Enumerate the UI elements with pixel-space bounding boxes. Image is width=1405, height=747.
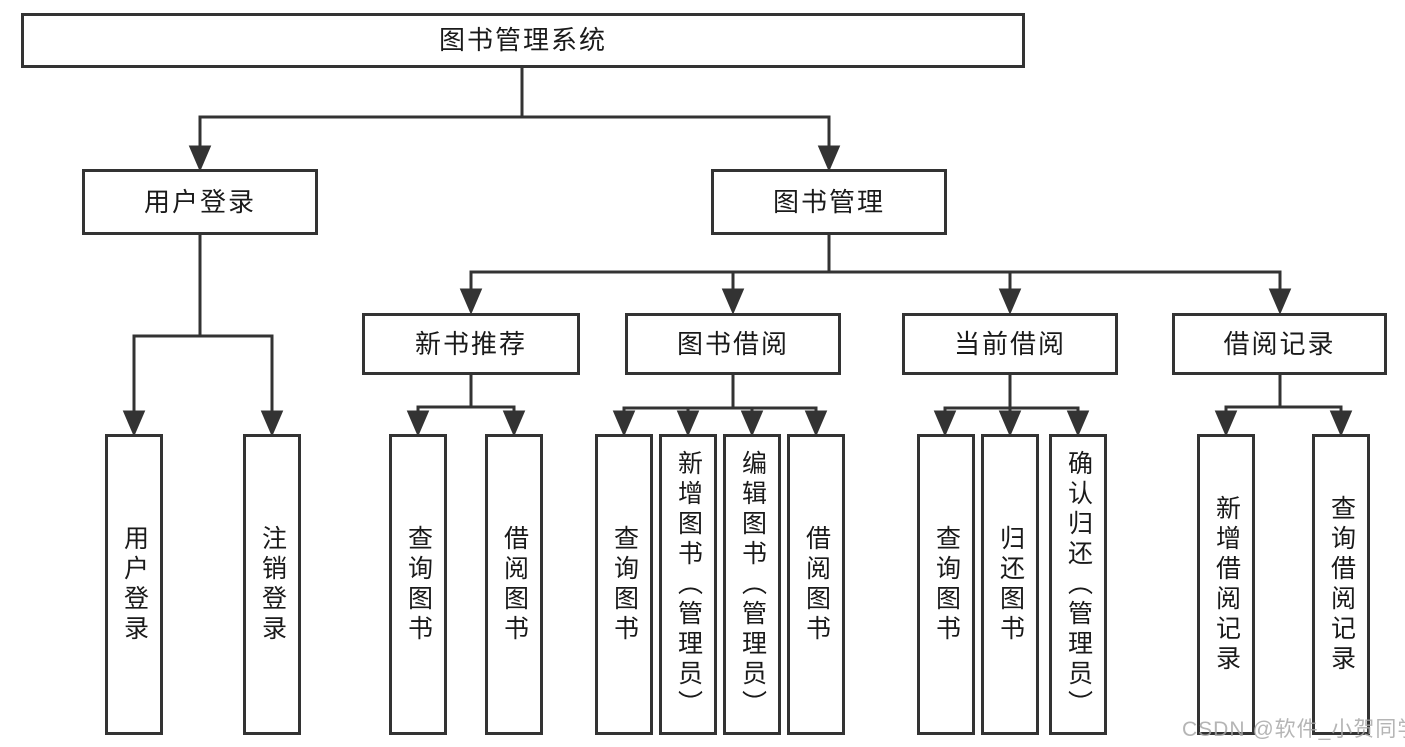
node-current-borrow-label: 当前借阅 [953, 328, 1066, 359]
leaf-borrow-books-label: 借阅图书 [802, 524, 831, 645]
node-borrow-records-label: 借阅记录 [1223, 328, 1336, 359]
node-book-borrow-label: 图书借阅 [676, 328, 789, 359]
book-borrow-to-leaves-connector [612, 373, 828, 437]
node-book-management: 图书管理 [711, 169, 947, 235]
leaf-add-borrow-record-label: 新增借阅记录 [1212, 494, 1241, 675]
leaf-borrow-books: 借阅图书 [787, 434, 845, 735]
csdn-watermark: CSDN @软件_小贺同学 [1182, 718, 1405, 741]
leaf-query-books-current-label: 查询图书 [932, 524, 961, 645]
book-management-to-level3-connector [459, 233, 1292, 315]
borrow-records-to-leaves-connector [1214, 373, 1353, 437]
node-root-system-label: 图书管理系统 [438, 25, 607, 56]
node-new-book-recommend: 新书推荐 [362, 313, 580, 375]
leaf-user-login-label: 用户登录 [120, 524, 149, 645]
leaf-query-books-borrow: 查询图书 [595, 434, 653, 735]
leaf-query-books-recommend: 查询图书 [389, 434, 447, 735]
leaf-add-book-admin-label: 新增图书（管理员） [674, 449, 703, 720]
leaf-query-books-recommend-label: 查询图书 [404, 524, 433, 645]
leaf-logout-label: 注销登录 [258, 524, 287, 645]
leaf-confirm-return-admin-label: 确认归还（管理员） [1064, 449, 1093, 720]
node-user-login: 用户登录 [82, 169, 318, 235]
leaf-return-book: 归还图书 [981, 434, 1039, 735]
node-current-borrow: 当前借阅 [902, 313, 1118, 375]
leaf-query-borrow-record-label: 查询借阅记录 [1327, 494, 1356, 675]
leaf-borrow-books-recommend: 借阅图书 [485, 434, 543, 735]
leaf-add-borrow-record: 新增借阅记录 [1197, 434, 1255, 735]
node-borrow-records: 借阅记录 [1172, 313, 1387, 375]
node-book-borrow: 图书借阅 [625, 313, 841, 375]
leaf-edit-book-admin-label: 编辑图书（管理员） [738, 449, 767, 720]
leaf-logout: 注销登录 [243, 434, 301, 735]
node-user-login-label: 用户登录 [143, 186, 256, 217]
leaf-query-books-borrow-label: 查询图书 [610, 524, 639, 645]
node-book-management-label: 图书管理 [772, 186, 885, 217]
leaf-return-book-label: 归还图书 [996, 524, 1025, 645]
root-to-level2-connector [188, 66, 841, 172]
leaf-user-login: 用户登录 [105, 434, 163, 735]
leaf-query-borrow-record: 查询借阅记录 [1312, 434, 1370, 735]
leaf-add-book-admin: 新增图书（管理员） [659, 434, 717, 735]
leaf-edit-book-admin: 编辑图书（管理员） [723, 434, 781, 735]
new-book-recommend-to-leaves-connector [406, 373, 526, 437]
node-root-system: 图书管理系统 [21, 13, 1025, 68]
leaf-confirm-return-admin: 确认归还（管理员） [1049, 434, 1107, 735]
leaf-query-books-current: 查询图书 [917, 434, 975, 735]
current-borrow-to-leaves-connector [933, 373, 1090, 437]
user-login-to-leaves-connector [122, 233, 284, 437]
node-new-book-recommend-label: 新书推荐 [414, 328, 527, 359]
leaf-borrow-books-recommend-label: 借阅图书 [500, 524, 529, 645]
